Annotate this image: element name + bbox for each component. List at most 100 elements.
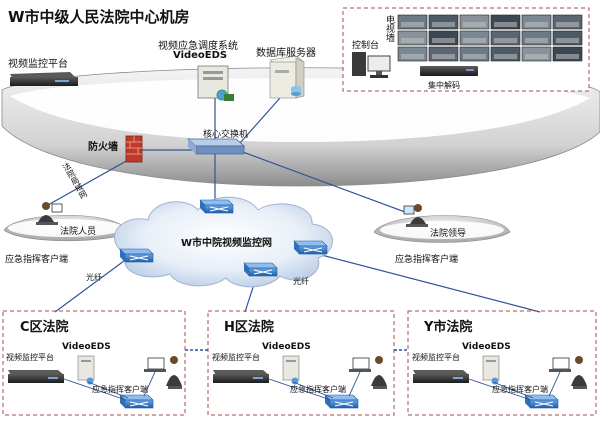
branch-h-platform: 视频监控平台 (212, 353, 260, 362)
network-switch-icon (199, 199, 234, 214)
branch-link-nvr (268, 378, 332, 401)
court-personnel-label: 法院人员 (60, 227, 97, 237)
branch-person-chair (168, 386, 182, 389)
court-personnel-person-icon (36, 202, 63, 225)
fiber-y-link (309, 251, 541, 313)
core-switch (186, 138, 246, 155)
tv-wall-screen-highlight (432, 22, 455, 27)
server-room-dome (1, 67, 600, 187)
branch-c-name: C区法院 (20, 320, 69, 335)
branch-h-client: 应急指挥客户端 (290, 385, 346, 394)
branch-link-eds (292, 381, 334, 399)
branch-c-platform: 视频监控平台 (6, 353, 54, 362)
network-switch-arrows (129, 401, 149, 407)
network-cloud (114, 196, 333, 288)
network-switch-arrows (253, 269, 273, 275)
network-switch-arrows (209, 206, 229, 212)
tv-wall-screen-highlight (463, 54, 486, 59)
network-switch-arrows (303, 247, 323, 253)
switch-leader-link (231, 147, 406, 213)
network-switch-icon (119, 248, 154, 263)
branch-laptop-base (144, 369, 166, 372)
network-switch-arrows (129, 255, 149, 261)
branch-eds-globe (291, 377, 299, 385)
branch-link-nvr (63, 378, 127, 401)
branch-eds-globe (491, 377, 499, 385)
branch-eds-server (482, 355, 500, 381)
branch-person-body (571, 375, 587, 386)
branch-eds-slot (286, 360, 296, 362)
tv-wall-screen-highlight (494, 22, 517, 27)
branch-eds-slot (81, 360, 91, 362)
branch-link-client (143, 371, 156, 397)
branch-laptop-base (549, 369, 571, 372)
branch-nvr-body (213, 374, 269, 383)
court-leader-person-icon (403, 204, 428, 227)
db-switch-link (239, 97, 281, 144)
page-title: W市中级人民法院中心机房 (8, 8, 190, 26)
branch-c-box (2, 310, 186, 416)
cloud-network-label: W市中院视频监控网 (181, 238, 273, 249)
dispatch-system-label: 视频应急调度系统 (158, 41, 238, 52)
videoeds-server (197, 65, 234, 101)
branch-link-client (548, 371, 561, 397)
branch-y-client: 应急指挥客户端 (492, 385, 548, 394)
branch-link-eds (492, 381, 534, 399)
branch-devices (8, 355, 587, 409)
branch-person-chair (573, 386, 587, 389)
network-switch-side (294, 241, 299, 254)
tv-wall-screen-highlight (525, 54, 548, 59)
branch-y-name: Y市法院 (424, 320, 473, 335)
branch-laptop-screen (352, 357, 370, 370)
branch-eds-slot (486, 360, 496, 362)
fiber-c-link (54, 257, 129, 313)
network-switch-icon (119, 394, 154, 409)
branch-link-client (348, 371, 361, 397)
core-switch-label: 核心交换机 (203, 130, 249, 140)
branch-link-eds (87, 381, 129, 399)
firewall-lan-link (47, 159, 129, 206)
branch-h-eds: VideoEDS (262, 342, 311, 352)
network-switch-side (120, 249, 125, 262)
branch-eds-server (282, 355, 300, 381)
tv-wall-screen-highlight (463, 38, 486, 43)
branch-y-box (407, 310, 597, 416)
branch-laptop-screen (552, 357, 570, 370)
right-client-label: 应急指挥客户端 (395, 255, 459, 265)
tv-wall (395, 13, 585, 63)
firewall-label: 防火墙 (88, 142, 118, 153)
database-server (269, 55, 305, 99)
branch-person-body (371, 375, 387, 386)
branch-person-chair (373, 386, 387, 389)
branch-person-head (575, 356, 583, 364)
network-switch-top (293, 240, 328, 247)
tv-wall-screen-highlight (556, 38, 579, 43)
branch-nvr-body (8, 374, 64, 383)
branch-link-nvr (468, 378, 532, 401)
left-client-label: 应急指挥客户端 (5, 255, 69, 265)
network-switch-side (244, 263, 249, 276)
branch-h-box (207, 310, 395, 416)
network-switch-arrows (534, 401, 554, 407)
branch-person-head (375, 356, 383, 364)
branch-eds-globe (86, 377, 94, 385)
tv-wall-screen-highlight (556, 22, 579, 27)
tv-wall-label: 电视墙 (384, 15, 394, 42)
tv-wall-screen-highlight (525, 22, 548, 27)
tv-wall-screen-highlight (556, 54, 579, 59)
branch-c-client: 应急指挥客户端 (92, 385, 148, 394)
fiber-left-label: 光纤 (86, 273, 102, 282)
connection-lines (47, 95, 541, 313)
branch-nvr-body (413, 374, 469, 383)
decoder-device (420, 66, 478, 76)
firewall-icon (125, 135, 143, 163)
network-switch-icon (243, 262, 278, 277)
tv-wall-screen-highlight (494, 38, 517, 43)
branch-h-name: H区法院 (224, 320, 274, 335)
tv-wall-screen-highlight (525, 38, 548, 43)
network-switch-top (119, 248, 154, 255)
tv-wall-screen-highlight (494, 54, 517, 59)
control-console-computer (352, 52, 391, 78)
dispatch-system-sublabel: VideoEDS (173, 50, 228, 61)
